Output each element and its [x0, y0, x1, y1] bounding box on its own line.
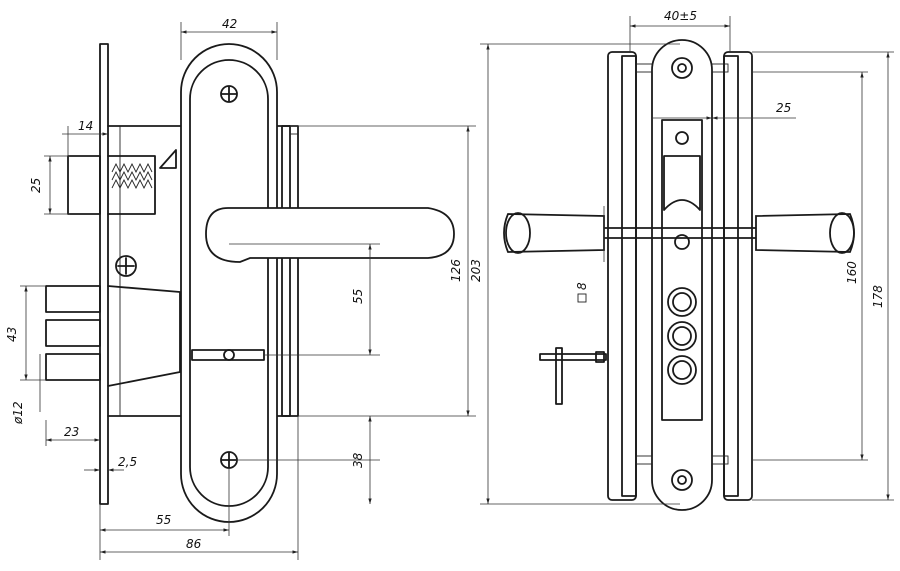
dim-40-5: 40±5 — [664, 9, 697, 23]
dim-38: 38 — [351, 452, 365, 468]
dim-25-left: 25 — [29, 178, 43, 193]
dim-126: 126 — [449, 259, 463, 282]
front-escutcheon — [180, 43, 455, 523]
dim-23: 23 — [64, 425, 79, 439]
dim-12: ø12 — [11, 401, 25, 425]
dim-8: 8 — [575, 282, 589, 290]
square-symbol-icon — [577, 293, 587, 303]
side-assembly — [503, 39, 855, 511]
cross-screw-icon — [220, 85, 238, 103]
cross-screw-icon — [220, 451, 238, 469]
dim-203: 203 — [469, 259, 483, 282]
dim-86: 86 — [186, 537, 202, 551]
dimension-lines — [20, 16, 894, 560]
dim-160: 160 — [845, 261, 859, 284]
dim-178: 178 — [871, 285, 885, 308]
dim-43: 43 — [5, 327, 19, 342]
dim-42: 42 — [222, 17, 237, 31]
dim-25-right: 25 — [776, 101, 791, 115]
dim-2-5: 2,5 — [118, 455, 137, 469]
cross-screw-icon — [115, 255, 137, 277]
dim-14: 14 — [78, 119, 93, 133]
dim-55-bottom: 55 — [156, 513, 171, 527]
dim-55-vertical: 55 — [351, 289, 365, 304]
dimension-labels: 42 14 25 43 ø12 23 2,5 55 86 55 126 203 … — [5, 9, 885, 551]
